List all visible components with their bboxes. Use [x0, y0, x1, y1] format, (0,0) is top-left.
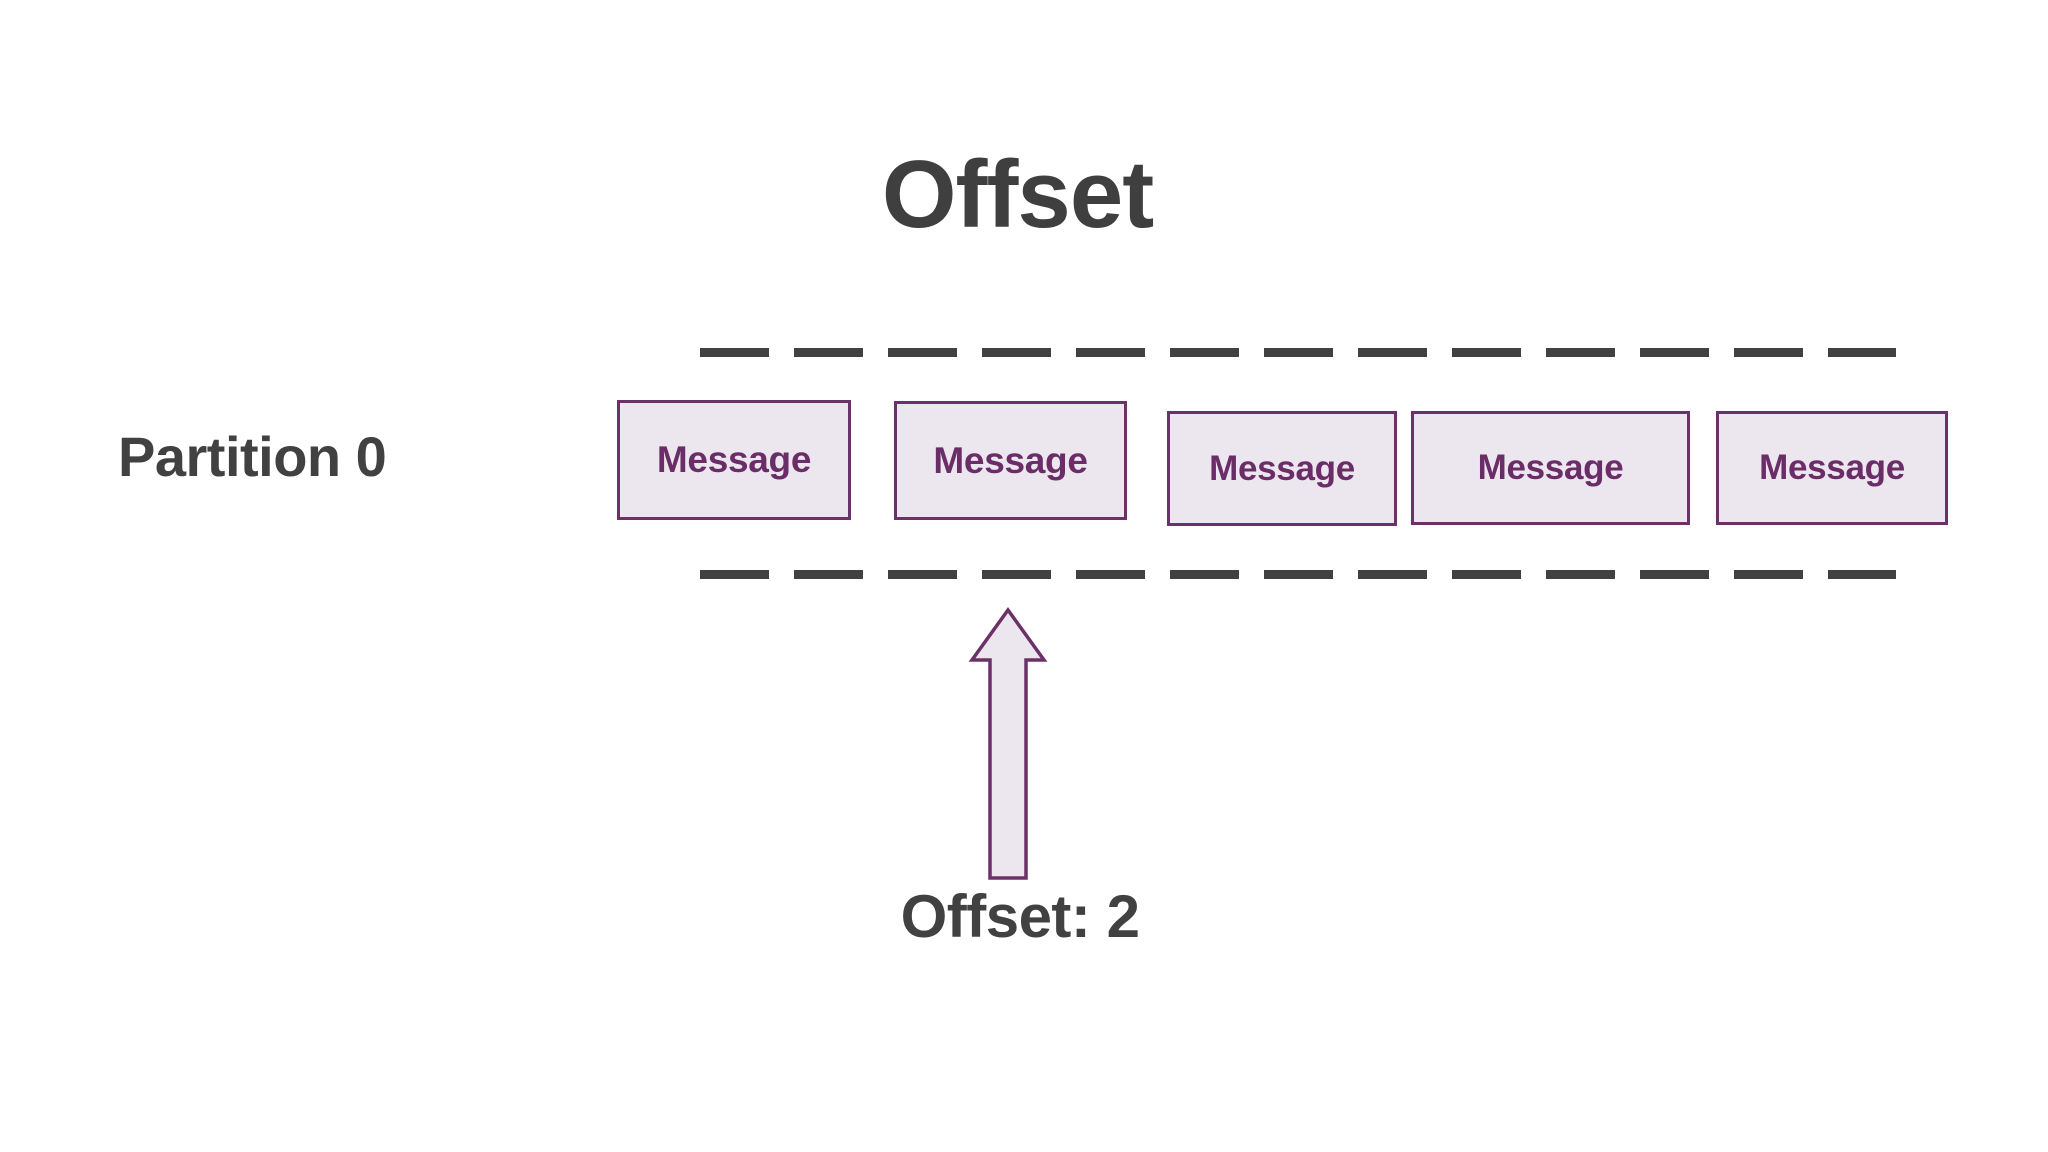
message-label: Message: [656, 439, 812, 480]
message-label: Message: [933, 439, 1088, 481]
partition-rail-bottom: [700, 570, 1896, 579]
partition-rail-top: [700, 348, 1896, 357]
message-label: Message: [1759, 448, 1905, 487]
message-box: Message: [1167, 411, 1397, 526]
message-box: Message: [1411, 411, 1690, 525]
partition-label: Partition 0: [118, 425, 387, 488]
offset-caption: Offset: 2: [900, 883, 1140, 950]
message-box: Message: [1716, 411, 1948, 525]
page-title: Offset: [881, 141, 1154, 248]
message-box: Message: [617, 400, 851, 520]
arrow-up-icon: [968, 606, 1048, 882]
message-label: Message: [1477, 448, 1624, 487]
message-label: Message: [1209, 448, 1355, 488]
message-box: Message: [894, 401, 1127, 520]
